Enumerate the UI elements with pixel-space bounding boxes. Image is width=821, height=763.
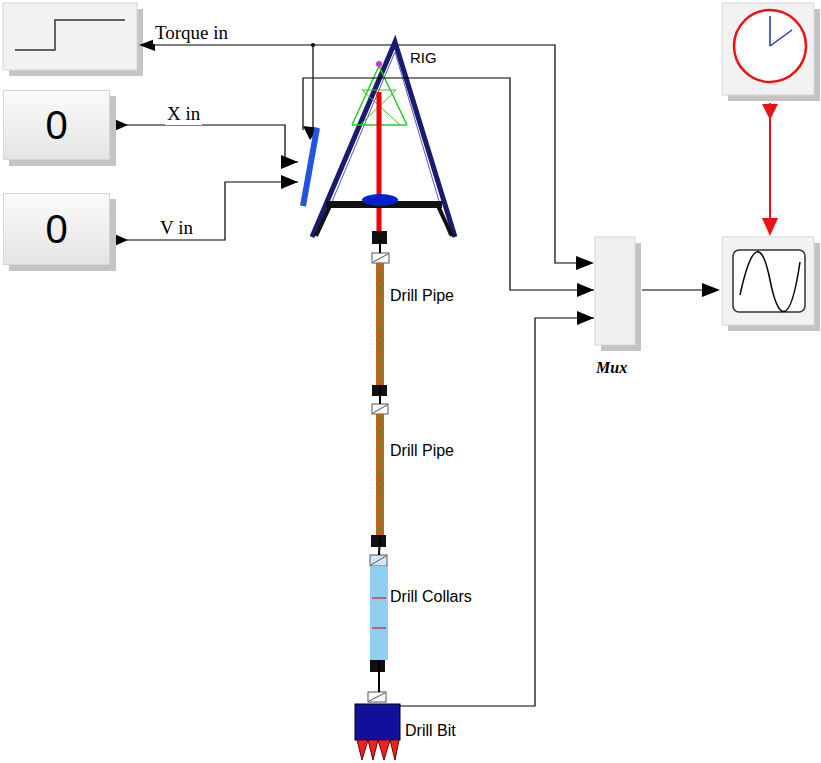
step-block [3,3,143,76]
scope-block-part [733,250,805,312]
clock-block [722,3,820,236]
constant-block: 0 [3,193,110,265]
clock-block-part [769,16,771,46]
connector-line [303,78,594,290]
mux-block-part [595,237,635,345]
connector-line [379,385,381,404]
arrowhead [577,283,594,297]
rig-derrick-part [318,52,449,235]
drill-string-part [369,693,385,701]
rig-block: RIG [298,35,460,240]
drill-bit-block: Drill Bit [352,692,482,760]
drill-string-part [379,416,381,533]
drill-string [355,231,400,760]
rig-derrick-part [362,90,396,91]
step-block-part [3,3,137,70]
arrowhead [281,155,298,169]
scope-block-part [722,237,814,325]
drill-string-part [355,704,400,740]
rig-derrick-part [362,194,398,206]
connector-line [400,318,594,706]
drill-collars-block: Drill Collars [368,555,488,660]
rig-derrick-part [379,66,407,125]
drill-string-part [357,740,399,760]
drill-string-part [371,556,386,565]
drill-string-part [373,254,388,262]
signal-connector [400,311,594,706]
signal-name: Torque in [153,22,230,44]
node-label: Drill Bit [405,722,456,740]
clock-block-part [734,10,806,82]
node-label: 0 [45,207,67,252]
constant-block: 0 [3,90,110,160]
connector-line [379,535,380,555]
signal-connector [379,660,380,692]
drill-string-part [370,555,387,566]
signal-connector [110,125,298,169]
drill-string-part [372,597,386,599]
clock-block-part [762,104,778,120]
arrowhead [281,175,298,189]
drill-string-part [370,566,388,660]
node-label: RIG [410,49,437,66]
signal-wire-part [576,256,594,270]
rig-derrick-part [316,206,330,236]
clock-block-part [770,30,792,46]
signal-connector [380,240,381,253]
drill-string-part [373,405,387,413]
drill-pipe-block: Drill Pipe [368,404,478,535]
connector-line [110,125,298,162]
node-label: Mux [596,359,627,377]
drill-string-part [372,404,388,414]
drill-pipe-block: Drill Pipe [368,253,478,385]
drill-string-part [370,660,385,672]
mux-block-part [702,283,720,297]
drill-string-part [372,627,386,629]
mux-block-part [642,289,702,290]
signal-connector [110,175,298,240]
node-label: Drill Pipe [390,287,454,305]
drill-string-part [368,692,386,702]
scope-block-part [740,252,800,312]
rig-derrick-part [438,206,452,236]
rig-derrick [303,42,455,237]
node-label: Drill Collars [390,588,472,606]
drill-string-part [379,265,381,383]
scope-block [722,237,820,331]
drill-string-part [372,253,389,263]
connector-line [378,660,380,692]
rig-derrick-part [377,92,382,232]
clock-block-part [769,103,771,220]
signal-name: V in [158,217,195,239]
rig-derrick-part [303,128,317,206]
signal-connector [379,535,380,555]
rig-derrick-part [376,61,382,67]
connector-line [110,182,298,240]
node-label: 0 [45,103,67,148]
node-label: Drill Pipe [390,442,454,460]
signal-connector [380,385,381,404]
signal-name: X in [165,103,202,125]
signal-wire [112,39,594,270]
rig-derrick-part [312,42,455,237]
connector-line [379,240,381,253]
clock-block-part [722,3,814,95]
rig-derrick-part [352,66,379,125]
arrowhead [577,311,594,325]
drill-string-part [376,263,384,385]
drill-string-part [376,414,384,535]
mux-block [595,237,720,351]
signal-wire-part [312,45,313,128]
signal-connector [303,78,594,297]
clock-block-part [762,218,778,236]
mux-block: Mux [594,237,642,379]
step-block-part [15,20,125,50]
